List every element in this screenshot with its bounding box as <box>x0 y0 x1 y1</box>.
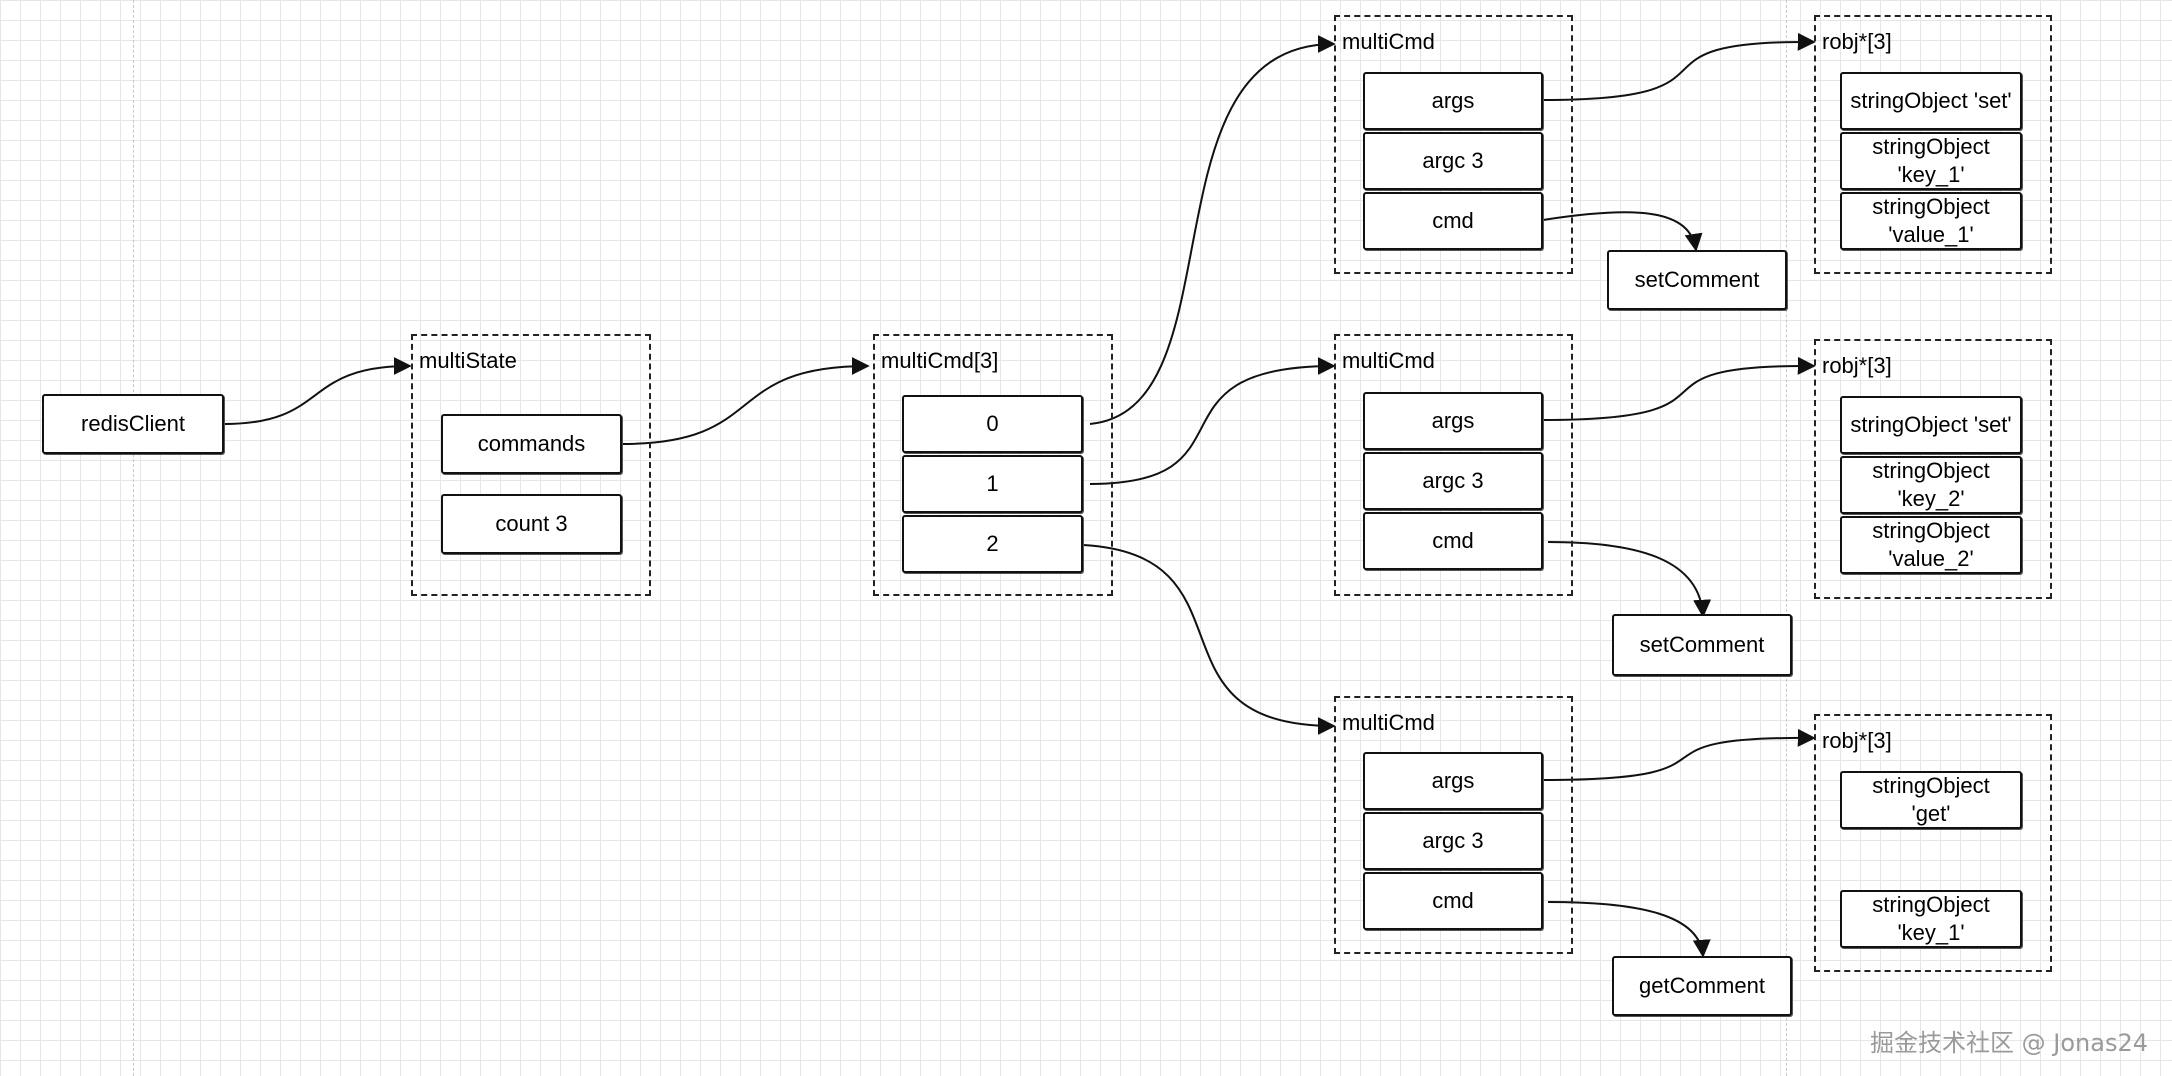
robj-2-item-1-label: stringObject 'key_2' <box>1872 458 1990 511</box>
multi-cmd-2-argc: argc 3 <box>1363 452 1543 510</box>
multi-cmd-3-args: args <box>1363 752 1543 810</box>
robj-1-item-0: stringObject 'set' <box>1840 72 2022 130</box>
handler-1-label: setComment <box>1634 267 1760 292</box>
multi-cmd-3-cmd-label: cmd <box>1432 888 1474 913</box>
redis-client-label: redisClient <box>81 411 185 436</box>
robj-3-container: robj*[3] <box>1814 714 2052 972</box>
robj-1-item-0-label: stringObject 'set' <box>1850 88 2012 113</box>
robj-2-item-2: stringObject 'value_2' <box>1840 516 2022 574</box>
robj-3-item-1-label: stringObject 'key_1' <box>1872 892 1990 945</box>
multi-cmd-3-container: multiCmd <box>1334 696 1573 954</box>
multi-cmd-1-argc-label: argc 3 <box>1422 148 1484 173</box>
guide-line-left <box>133 0 134 1076</box>
robj-2-title: robj*[3] <box>1822 353 1892 378</box>
robj-2-item-0: stringObject 'set' <box>1840 396 2022 454</box>
count-label: count 3 <box>495 511 568 536</box>
array-slot-1: 1 <box>902 455 1083 513</box>
array-slot-1-label: 1 <box>986 471 999 496</box>
array-slot-0-label: 0 <box>986 411 999 436</box>
robj-2-item-0-label: stringObject 'set' <box>1850 412 2012 437</box>
edge-cmd1-to-handler1 <box>1542 211 1703 252</box>
multi-cmd-1-cmd: cmd <box>1363 192 1543 250</box>
edge-slot2-to-multicmd3 <box>1082 544 1336 735</box>
robj-1-title: robj*[3] <box>1822 29 1892 54</box>
watermark: 掘金技术社区 @ Jonas24 <box>1870 1029 2148 1057</box>
edge-client-to-multistate <box>223 357 412 425</box>
multi-cmd-1-args-label: args <box>1431 88 1475 113</box>
multi-cmd-3-argc-label: argc 3 <box>1422 828 1484 853</box>
robj-1-item-2: stringObject 'value_1' <box>1840 192 2022 250</box>
edge-slot1-to-multicmd2 <box>1089 357 1336 485</box>
commands-label: commands <box>477 431 586 456</box>
robj-3-item-0: stringObject 'get' <box>1840 771 2022 829</box>
handler-1-box: setComment <box>1607 250 1787 310</box>
multi-cmd-2-cmd-label: cmd <box>1432 528 1474 553</box>
robj-1-item-2-label: stringObject 'value_1' <box>1872 194 1990 247</box>
array-slot-2-label: 2 <box>986 531 999 556</box>
array-slot-0: 0 <box>902 395 1083 453</box>
edge-cmd3-to-handler3 <box>1547 901 1711 958</box>
edge-args3-to-robj3 <box>1542 728 1816 781</box>
edge-cmd2-to-handler2 <box>1547 541 1712 618</box>
multi-cmd-1-cmd-label: cmd <box>1432 208 1474 233</box>
array-slot-2: 2 <box>902 515 1083 573</box>
edge-commands-to-array <box>621 357 870 445</box>
multi-cmd-3-argc: argc 3 <box>1363 812 1543 870</box>
robj-2-item-2-label: stringObject 'value_2' <box>1872 518 1990 571</box>
multi-state-container: multiState <box>411 334 651 596</box>
robj-1-item-1-label: stringObject 'key_1' <box>1872 134 1990 187</box>
multi-cmd-1-container: multiCmd <box>1334 15 1573 274</box>
robj-3-item-0-label: stringObject 'get' <box>1872 773 1990 826</box>
handler-2-box: setComment <box>1612 614 1792 676</box>
multi-cmd-1-title: multiCmd <box>1342 29 1435 54</box>
multi-cmd-1-argc: argc 3 <box>1363 132 1543 190</box>
multi-cmd-2-title: multiCmd <box>1342 348 1435 373</box>
robj-3-title: robj*[3] <box>1822 728 1892 753</box>
handler-2-label: setComment <box>1639 632 1765 657</box>
edge-args2-to-robj2 <box>1542 356 1816 421</box>
edge-args1-to-robj1 <box>1542 32 1816 101</box>
command-array-title: multiCmd[3] <box>881 348 999 373</box>
multi-cmd-2-cmd: cmd <box>1363 512 1543 570</box>
multi-cmd-3-args-label: args <box>1431 768 1475 793</box>
robj-1-item-1: stringObject 'key_1' <box>1840 132 2022 190</box>
multi-cmd-3-title: multiCmd <box>1342 710 1435 735</box>
multi-cmd-2-args-label: args <box>1431 408 1475 433</box>
multi-cmd-3-cmd: cmd <box>1363 872 1543 930</box>
commands-field: commands <box>441 414 622 474</box>
robj-1-container: robj*[3] <box>1814 15 2052 274</box>
handler-3-box: getComment <box>1612 956 1792 1016</box>
multi-cmd-2-argc-label: argc 3 <box>1422 468 1484 493</box>
multi-state-title: multiState <box>419 348 517 373</box>
handler-3-label: getComment <box>1639 973 1765 998</box>
multi-cmd-1-args: args <box>1363 72 1543 130</box>
multi-cmd-2-container: multiCmd <box>1334 334 1573 596</box>
guide-line-right <box>1786 0 1787 1076</box>
command-array-container: multiCmd[3] <box>873 334 1113 596</box>
count-field: count 3 <box>441 494 622 554</box>
redis-client-box: redisClient <box>42 394 224 454</box>
robj-2-container: robj*[3] <box>1814 339 2052 599</box>
robj-2-item-1: stringObject 'key_2' <box>1840 456 2022 514</box>
robj-3-item-1: stringObject 'key_1' <box>1840 890 2022 948</box>
edge-slot0-to-multicmd1 <box>1089 35 1336 425</box>
multi-cmd-2-args: args <box>1363 392 1543 450</box>
